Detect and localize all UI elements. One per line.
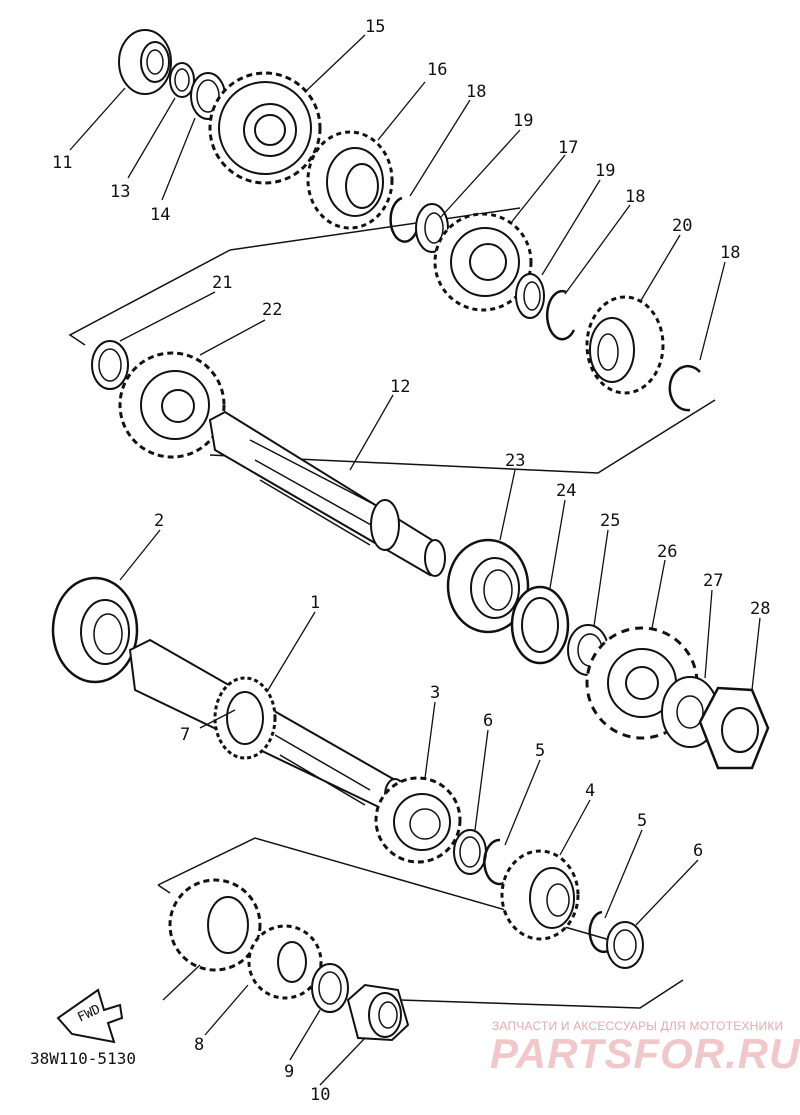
gear-22 [118,351,226,459]
callout-10: 10 [310,1085,330,1105]
group-outline-mainshaft-gears [157,837,684,1009]
main-axle-1 [128,638,406,812]
callout-18-b: 18 [625,187,645,207]
washer-9 [311,963,349,1013]
callout-5: 5 [535,741,545,761]
callout-25: 25 [600,511,620,531]
diagram-code: 38W110-5130 [30,1049,136,1068]
callout-19: 19 [513,111,533,131]
watermark-tagline: ЗАПЧАСТИ И АКСЕССУАРЫ ДЛЯ МОТОТЕХНИКИ [492,1019,784,1033]
circlip-5-b [588,910,613,954]
callout-11: 11 [52,153,72,173]
callout-26: 26 [657,542,677,562]
callout-19-b: 19 [595,161,615,181]
gear-3 [374,776,462,864]
group-outline-countershaft [68,207,716,474]
callout-21: 21 [212,273,232,293]
nut-28 [698,686,770,770]
washer-6-a [453,829,487,875]
callout-9: 9 [284,1062,294,1082]
callout-27: 27 [703,571,723,591]
callout-3: 3 [430,683,440,703]
leader-lines [69,34,761,1086]
gear-8-small [247,924,323,1000]
washer-19-b [515,273,545,319]
callout-4: 4 [585,781,595,801]
gear-17 [433,212,533,312]
circlip-5-a [483,838,509,886]
callout-18-c: 18 [720,243,740,263]
watermark-brand: PARTSFOR.RU [490,1030,800,1077]
washer-6-b [606,921,644,969]
callout-1: 1 [310,593,320,613]
callout-14: 14 [150,205,170,225]
callout-2: 2 [154,511,164,531]
callout-6-b: 6 [693,841,703,861]
callout-18: 18 [466,82,486,102]
callout-6: 6 [483,711,493,731]
needle-bearing-10 [346,983,410,1042]
washer-13 [169,62,195,98]
callout-12: 12 [390,377,410,397]
gear-15 [208,71,322,185]
gear-16 [306,130,394,230]
oil-seal-24 [510,585,570,665]
countershaft-12 [208,410,446,577]
callout-13: 13 [110,182,130,202]
callout-16: 16 [427,60,447,80]
callout-5-b: 5 [637,811,647,831]
callout-24: 24 [556,481,576,501]
callout-15: 15 [365,17,385,37]
callout-labels: 15 16 18 19 17 19 18 20 18 11 13 14 21 2… [52,17,770,1105]
washer-21 [91,340,129,390]
gear-20 [585,295,665,395]
callout-23: 23 [505,451,525,471]
bearing-11 [118,29,172,95]
gear-4 [500,849,580,941]
callout-7: 7 [180,725,190,745]
circlip-18-b [545,290,576,341]
callout-17: 17 [558,138,578,158]
fwd-arrow-icon: FWD [56,988,124,1044]
circlip-18-a [389,196,420,243]
circlip-18-c [668,364,701,412]
callout-22: 22 [262,300,282,320]
callout-8: 8 [194,1035,204,1055]
bearing-23 [446,538,530,634]
bearing-2 [51,576,139,684]
gear-8-large [168,878,262,972]
callout-28: 28 [750,599,770,619]
callout-20: 20 [672,216,692,236]
